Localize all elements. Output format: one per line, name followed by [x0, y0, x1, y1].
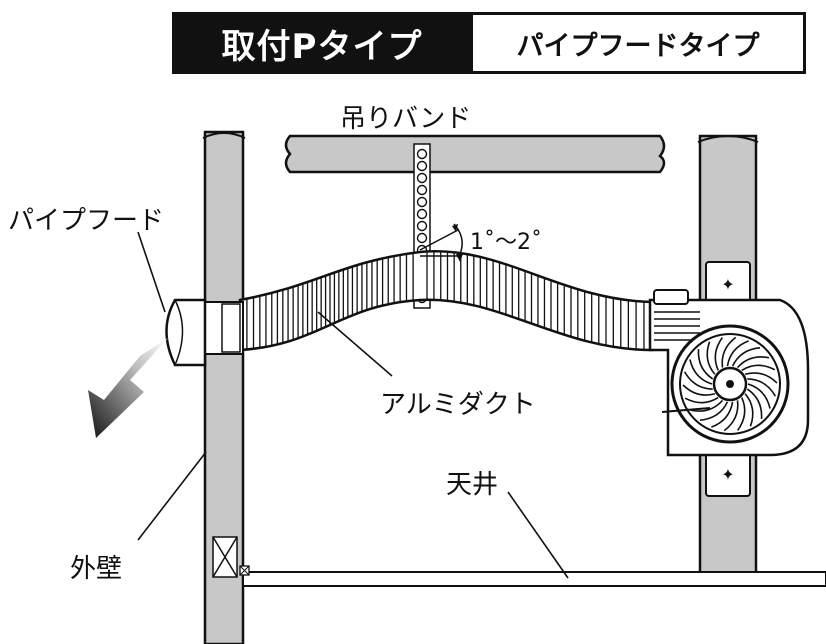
leader-lines — [137, 231, 569, 579]
ventilation-fan — [648, 289, 810, 457]
outer-wall-label: 外壁 — [70, 554, 123, 584]
outer-wall — [202, 130, 246, 644]
hanging-band-label: 吊りバンド — [340, 104, 472, 134]
aluminum-duct-label: アルミダクト — [380, 390, 536, 420]
slope-angle-label: 1˚～2˚ — [470, 230, 542, 255]
fan-blades — [682, 336, 778, 432]
pipe-hood — [165, 298, 244, 367]
pipe-hood-label: パイプフード — [8, 206, 165, 236]
slope-angle-indicator — [419, 223, 463, 262]
mount-type-title: 取付Pタイプ — [172, 12, 472, 74]
aluminum-duct — [238, 249, 654, 352]
ceiling-board — [239, 565, 826, 587]
ceiling-label: 天井 — [446, 470, 499, 500]
svg-text:✦: ✦ — [721, 465, 734, 484]
airflow-arrow — [88, 338, 168, 438]
lower-bracket: ✦ — [705, 451, 751, 497]
svg-text:✦: ✦ — [721, 275, 734, 294]
hood-type-title: パイプフードタイプ — [470, 12, 806, 74]
ceiling-joist — [284, 134, 666, 174]
